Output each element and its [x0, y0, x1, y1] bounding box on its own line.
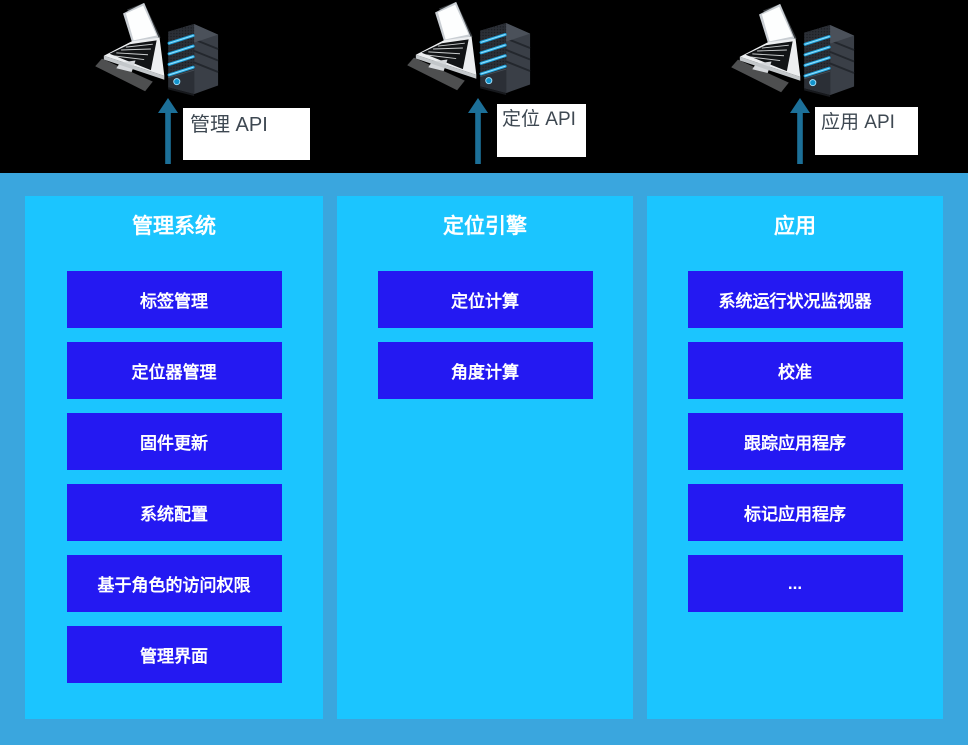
- box-list: 系统运行状况监视器 校准 跟踪应用程序 标记应用程序 ...: [647, 271, 943, 612]
- item-box-marking-app: 标记应用程序: [687, 484, 903, 541]
- item-box-angle-calc: 角度计算: [377, 342, 593, 399]
- item-box-calibration: 校准: [687, 342, 903, 399]
- item-box-system-config: 系统配置: [66, 484, 282, 541]
- item-box-locator-management: 定位器管理: [66, 342, 282, 399]
- up-arrow-icon: [790, 98, 810, 164]
- laptop-server-icon: [731, 2, 861, 98]
- item-box-tracking-app: 跟踪应用程序: [687, 413, 903, 470]
- panel-title: 应用: [774, 215, 816, 238]
- up-arrow-icon: [158, 98, 178, 164]
- item-box-management-ui: 管理界面: [66, 626, 282, 683]
- api-label-management: 管理 API: [183, 108, 310, 160]
- item-box-position-calc: 定位计算: [377, 271, 593, 328]
- panel-applications: 应用 系统运行状况监视器 校准 跟踪应用程序 标记应用程序 ...: [647, 196, 943, 719]
- item-box-firmware-update: 固件更新: [66, 413, 282, 470]
- box-list: 定位计算 角度计算: [337, 271, 633, 399]
- laptop-server-icon: [407, 0, 537, 96]
- item-box-tag-management: 标签管理: [66, 271, 282, 328]
- system-layer: 管理系统 标签管理 定位器管理 固件更新 系统配置 基于角色的访问权限 管理界面…: [0, 173, 968, 745]
- item-box-health-monitor: 系统运行状况监视器: [687, 271, 903, 328]
- box-list: 标签管理 定位器管理 固件更新 系统配置 基于角色的访问权限 管理界面: [25, 271, 323, 683]
- api-layer: 管理 API 定位 API 应用 API: [0, 0, 968, 173]
- panel-management-system: 管理系统 标签管理 定位器管理 固件更新 系统配置 基于角色的访问权限 管理界面: [25, 196, 323, 719]
- panel-title: 定位引擎: [443, 215, 527, 238]
- item-box-role-based-access: 基于角色的访问权限: [66, 555, 282, 612]
- api-label-positioning: 定位 API: [497, 104, 586, 157]
- up-arrow-icon: [468, 98, 488, 164]
- panel-positioning-engine: 定位引擎 定位计算 角度计算: [337, 196, 633, 719]
- api-label-application: 应用 API: [815, 107, 918, 155]
- item-box-ellipsis: ...: [687, 555, 903, 612]
- panel-title: 管理系统: [132, 215, 216, 238]
- laptop-server-icon: [95, 1, 225, 97]
